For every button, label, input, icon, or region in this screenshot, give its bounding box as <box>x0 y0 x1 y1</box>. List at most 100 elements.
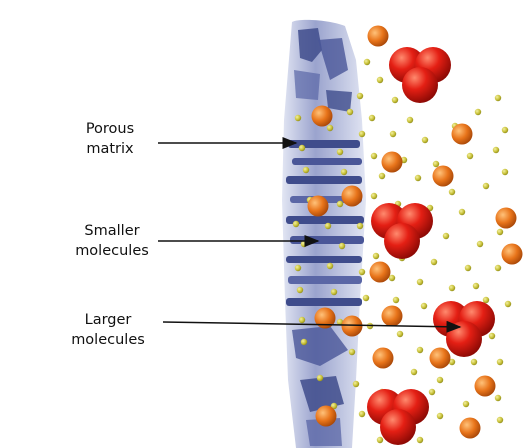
small-molecule <box>417 279 423 285</box>
small-molecule <box>331 289 337 295</box>
small-molecule <box>475 109 481 115</box>
small-molecule <box>505 301 511 307</box>
small-molecule <box>421 303 427 309</box>
small-molecule <box>429 389 435 395</box>
medium-molecule <box>496 208 517 229</box>
small-molecule <box>495 395 501 401</box>
small-molecule <box>483 297 489 303</box>
large-molecule-lobe <box>384 223 420 259</box>
small-molecule <box>339 243 345 249</box>
large-molecule-lobe <box>402 67 438 103</box>
small-molecule <box>299 145 305 151</box>
medium-molecule <box>430 348 451 369</box>
small-molecule <box>337 201 343 207</box>
small-molecule <box>371 193 377 199</box>
small-molecule <box>437 377 443 383</box>
small-molecule <box>341 169 347 175</box>
small-molecule <box>295 115 301 121</box>
medium-molecule <box>452 124 473 145</box>
small-molecule <box>417 347 423 353</box>
small-molecule <box>489 333 495 339</box>
medium-molecule <box>368 26 389 47</box>
medium-molecule <box>475 376 496 397</box>
small-molecule <box>415 175 421 181</box>
large-molecule <box>371 203 433 259</box>
small-molecule <box>371 153 377 159</box>
small-molecule <box>359 131 365 137</box>
small-molecule <box>433 161 439 167</box>
small-molecule <box>327 125 333 131</box>
small-molecule <box>379 173 385 179</box>
medium-molecule <box>316 406 337 427</box>
small-molecule <box>483 183 489 189</box>
small-molecule <box>377 77 383 83</box>
small-molecule <box>347 109 353 115</box>
small-molecule <box>373 253 379 259</box>
small-molecule <box>497 359 503 365</box>
large-molecule <box>389 47 451 103</box>
small-molecule <box>392 97 398 103</box>
medium-molecule <box>502 244 523 265</box>
medium-molecule <box>342 186 363 207</box>
medium-molecule <box>460 418 481 439</box>
smaller-molecules-label: Smaller molecules <box>56 221 168 261</box>
small-molecule <box>497 417 503 423</box>
porous-matrix-label: Porous matrix <box>74 119 146 159</box>
small-molecule <box>477 241 483 247</box>
small-molecule <box>377 437 383 443</box>
small-molecule <box>417 437 423 443</box>
small-molecule <box>495 95 501 101</box>
small-molecule <box>471 359 477 365</box>
medium-molecule <box>382 306 403 327</box>
small-molecule <box>495 265 501 271</box>
small-molecule <box>301 241 307 247</box>
small-molecule <box>297 287 303 293</box>
small-molecule <box>463 401 469 407</box>
small-molecule <box>325 223 331 229</box>
small-molecule <box>337 149 343 155</box>
small-molecule <box>301 339 307 345</box>
small-molecule <box>467 153 473 159</box>
small-molecule <box>369 115 375 121</box>
small-molecule <box>502 169 508 175</box>
small-molecule <box>411 369 417 375</box>
large-molecule <box>367 389 429 445</box>
small-molecule <box>449 285 455 291</box>
small-molecule <box>393 297 399 303</box>
small-molecule <box>293 221 299 227</box>
small-molecule <box>443 233 449 239</box>
small-molecule <box>459 209 465 215</box>
medium-molecule <box>312 106 333 127</box>
small-molecule <box>493 147 499 153</box>
small-molecule <box>502 127 508 133</box>
medium-molecule <box>308 196 329 217</box>
small-molecule <box>364 59 370 65</box>
small-molecule <box>407 117 413 123</box>
medium-molecule <box>370 262 391 283</box>
small-molecule <box>327 263 333 269</box>
small-molecule <box>437 413 443 419</box>
small-molecule <box>303 167 309 173</box>
small-molecule <box>497 229 503 235</box>
small-molecule <box>299 317 305 323</box>
small-molecule <box>431 259 437 265</box>
small-molecule <box>317 375 323 381</box>
small-molecule <box>357 93 363 99</box>
small-molecule <box>422 137 428 143</box>
medium-molecule <box>382 152 403 173</box>
small-molecule <box>363 295 369 301</box>
small-molecule <box>359 411 365 417</box>
small-molecule <box>359 269 365 275</box>
medium-molecule <box>373 348 394 369</box>
small-molecule <box>357 223 363 229</box>
small-molecule <box>397 331 403 337</box>
small-molecule <box>353 381 359 387</box>
small-molecule <box>295 265 301 271</box>
larger-molecules-label: Larger molecules <box>52 310 164 350</box>
small-molecule <box>465 265 471 271</box>
small-molecule <box>349 349 355 355</box>
small-molecule <box>473 283 479 289</box>
large-molecule-lobe <box>380 409 416 445</box>
small-molecule <box>449 189 455 195</box>
small-molecule <box>390 131 396 137</box>
